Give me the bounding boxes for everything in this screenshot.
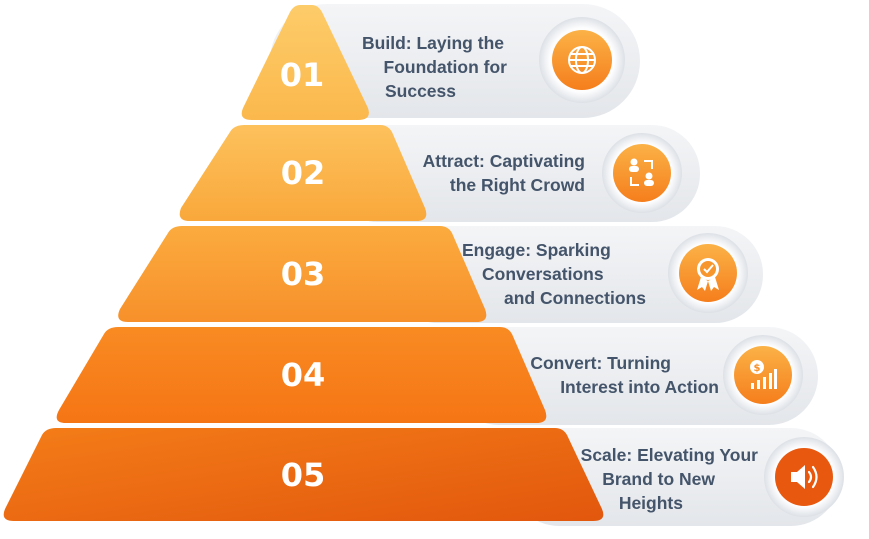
tier-3-pill: [390, 226, 763, 323]
tier-3-label: Engage: Sparking Conversations and Conne…: [462, 238, 646, 310]
tier-1-label: Build: Laying the Foundation for Success: [362, 31, 507, 103]
tier-4-number: 04: [280, 356, 326, 394]
globe-icon: [539, 17, 625, 103]
tier-2-number: 02: [280, 154, 326, 192]
tier-1-label-line: Build: Laying the: [362, 33, 504, 53]
tier-2-trapezoid: [179, 125, 427, 221]
audience-exchange-icon: [602, 133, 682, 213]
tier-1-label-line: Success: [384, 81, 456, 101]
tier-4-trapezoid: [56, 327, 547, 423]
tier-3-label-line: and Connections: [504, 288, 646, 308]
tier-5-label-line: Brand to New: [602, 469, 715, 489]
tier-2-label-line: the Right Crowd: [449, 175, 585, 195]
tier-2-label-line: Attract: Captivating: [422, 151, 585, 171]
tier-1-number: 01: [279, 56, 325, 94]
tier-1-label-line: Foundation for: [383, 57, 507, 77]
tier-3-label-line: Engage: Sparking: [462, 240, 611, 260]
tier-5-label: Scale: Elevating Your Brand to New Heigh…: [581, 443, 758, 515]
dollar-growth-icon: $: [723, 335, 803, 415]
tier-4-pill: [450, 327, 818, 425]
svg-text:$: $: [754, 363, 761, 374]
tier-1-pill: [270, 4, 640, 118]
tier-3-trapezoid: [118, 226, 487, 322]
tier-4-label: Convert: Turning Interest into Action: [530, 351, 719, 399]
tier-1-trapezoid: [241, 5, 369, 120]
award-badge-icon: [668, 233, 748, 313]
speaker-icon: [764, 437, 844, 517]
tier-4-label-line: Convert: Turning: [530, 353, 671, 373]
tier-2-pill: [330, 125, 700, 222]
tier-5-trapezoid: [3, 428, 604, 521]
tier-2-label: Attract: Captivating the Right Crowd: [423, 149, 585, 197]
tier-4-label-line: Interest into Action: [560, 377, 719, 397]
tier-5-label-line: Scale: Elevating Your: [580, 445, 758, 465]
tier-5-label-line: Heights: [618, 493, 683, 513]
tier-5-number: 05: [280, 456, 326, 494]
tier-3-number: 03: [280, 255, 326, 293]
tier-3-label-line: Conversations: [482, 264, 604, 284]
